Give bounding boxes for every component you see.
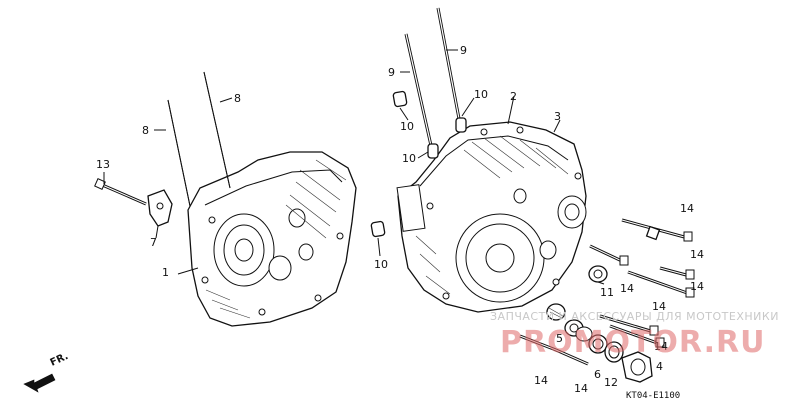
callout-14h: 14 <box>574 382 588 395</box>
callout-14a: 14 <box>680 202 694 215</box>
left-stud-bolts <box>167 71 231 207</box>
dowel-pins <box>370 90 467 238</box>
front-direction-indicator: FR. <box>23 351 70 393</box>
right-side-bolts <box>589 218 695 298</box>
right-stud-bolts <box>404 7 462 151</box>
callout-3: 3 <box>554 110 561 123</box>
oil-seal-11 <box>588 265 608 283</box>
watermark-tagline: ЗАПЧАСТИ И АКСЕССУАРЫ ДЛЯ МОТОТЕХНИКИ <box>490 310 779 323</box>
callout-10b: 10 <box>402 152 416 165</box>
callout-2: 2 <box>510 90 517 103</box>
callout-14g: 14 <box>534 374 548 387</box>
callout-1: 1 <box>162 266 169 279</box>
callout-8a: 8 <box>234 92 241 105</box>
callout-9a: 9 <box>460 44 467 57</box>
callout-10c: 10 <box>374 258 388 271</box>
callout-12: 12 <box>604 376 618 389</box>
callout-14e: 14 <box>652 300 666 313</box>
left-crankcase-half <box>187 151 357 327</box>
callout-14f: 14 <box>654 340 668 353</box>
callout-5: 5 <box>556 332 563 345</box>
watermark: ЗАПЧАСТИ И АКСЕССУАРЫ ДЛЯ МОТОТЕХНИКИ PR… <box>490 310 779 360</box>
callout-10d: 10 <box>474 88 488 101</box>
front-arrow-icon <box>23 373 56 393</box>
callout-4: 4 <box>656 360 663 373</box>
leader-lines <box>103 49 605 285</box>
callout-7: 7 <box>150 236 157 249</box>
front-label: FR. <box>49 351 70 369</box>
callout-14d: 14 <box>620 282 634 295</box>
callout-6: 6 <box>594 368 601 381</box>
callout-8b: 8 <box>142 124 149 137</box>
bracket-7 <box>147 189 173 227</box>
bolt-13 <box>94 178 147 206</box>
callout-14b: 14 <box>690 248 704 261</box>
callout-13: 13 <box>96 158 110 171</box>
callout-9b: 9 <box>388 66 395 79</box>
callout-10a: 10 <box>400 120 414 133</box>
callout-11: 11 <box>600 286 614 299</box>
callout-14c: 14 <box>690 280 704 293</box>
callout-labels: 1 2 3 4 5 6 7 8 8 9 9 10 10 10 10 11 12 … <box>96 44 704 395</box>
right-crankcase-half <box>396 121 587 313</box>
lower-stack-parts <box>519 303 665 383</box>
diagram-code: KT04-E1100 <box>626 391 680 401</box>
watermark-brand: PROMOTOR.RU <box>500 325 765 360</box>
